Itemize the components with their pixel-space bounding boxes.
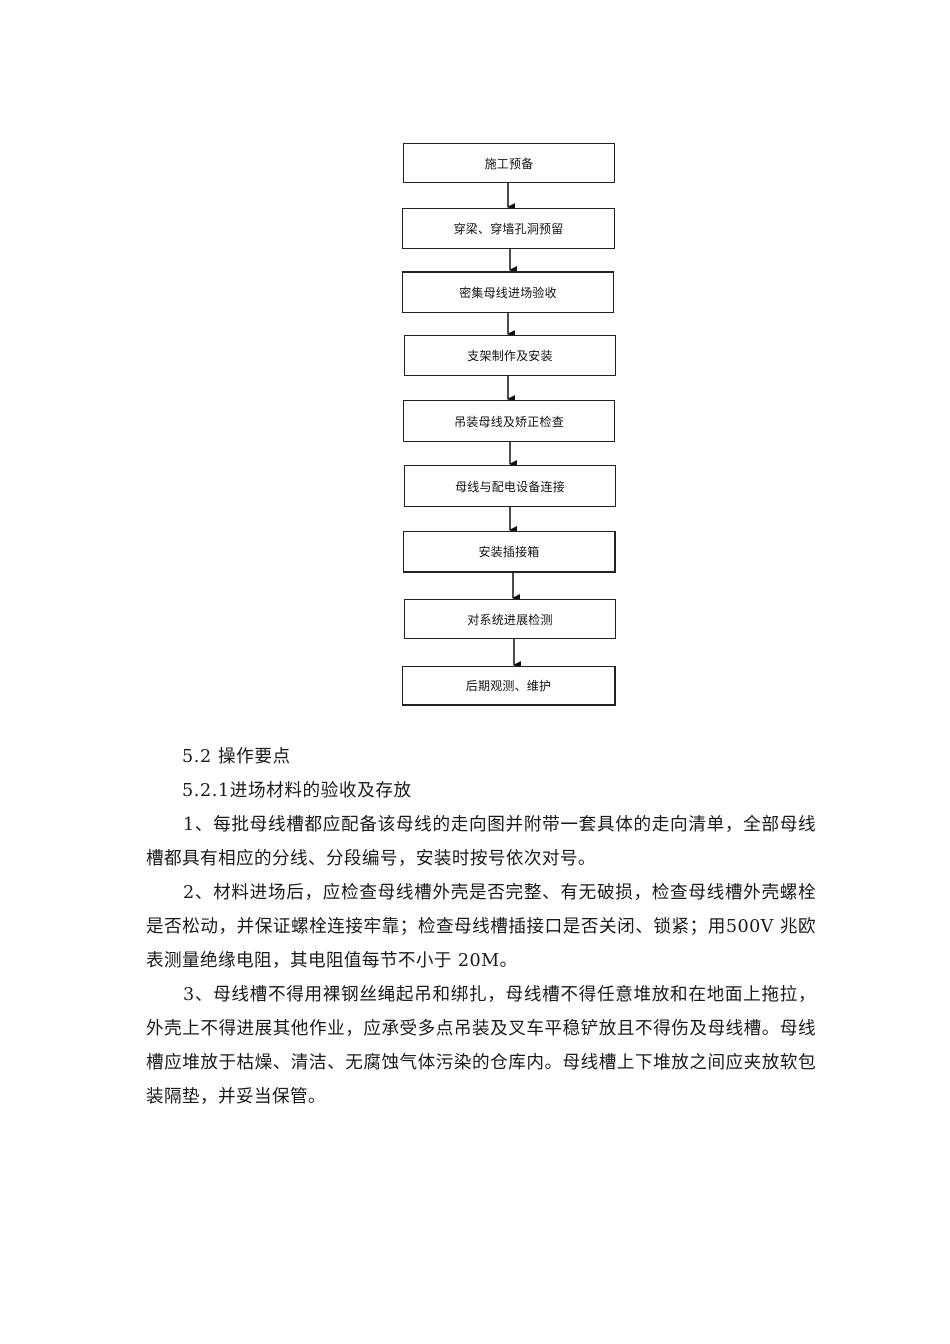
process-flowchart: 施工预备 穿梁、穿墙孔洞预留 密集母线进场验收 支架制作及安装 吊装母线及矫正检…: [402, 143, 616, 706]
paragraph-3: 3、母线槽不得用裸钢丝绳起吊和绑扎，母线槽不得任意堆放和在地面上拖拉，外壳上不得…: [146, 985, 816, 1107]
flow-step-4: 支架制作及安装: [404, 335, 616, 376]
flow-step-label: 吊装母线及矫正检查: [454, 414, 564, 429]
paragraph-1: 1、每批母线槽都应配备该母线的走向图并附带一套具体的走向清单，全部母线槽都具有相…: [146, 815, 816, 869]
flow-step-3: 密集母线进场验收: [402, 271, 614, 313]
flow-step-label: 支架制作及安装: [467, 349, 553, 363]
flow-step-label: 密集母线进场验收: [459, 286, 557, 300]
section-heading: 5.2 操作要点: [182, 747, 291, 767]
flow-step-label: 后期观测、维护: [465, 679, 552, 693]
document-body: 5.2 操作要点 5.2.1进场材料的验收及存放 1、每批母线槽都应配备该母线的…: [146, 740, 816, 1114]
flow-step-label: 对系统进展检测: [467, 612, 553, 627]
flow-step-label: 施工预备: [484, 156, 534, 171]
flow-step-5: 吊装母线及矫正检查: [403, 400, 615, 442]
flow-step-1: 施工预备: [403, 143, 615, 183]
flow-step-9: 后期观测、维护: [402, 666, 616, 706]
flow-step-7: 安装插接箱: [403, 531, 616, 573]
flow-step-6: 母线与配电设备连接: [404, 465, 616, 507]
section-subheading: 5.2.1进场材料的验收及存放: [182, 781, 412, 801]
flow-step-8: 对系统进展检测: [404, 599, 616, 639]
paragraph-2: 2、材料进场后，应检查母线槽外壳是否完整、有无破损，检查母线槽外壳螺栓是否松动，…: [146, 883, 816, 971]
flow-step-2: 穿梁、穿墙孔洞预留: [402, 208, 615, 249]
flow-step-label: 母线与配电设备连接: [455, 479, 565, 494]
flow-step-label: 穿梁、穿墙孔洞预留: [453, 222, 564, 236]
flow-step-label: 安装插接箱: [478, 545, 540, 559]
flowchart-arrows: [507, 183, 521, 669]
